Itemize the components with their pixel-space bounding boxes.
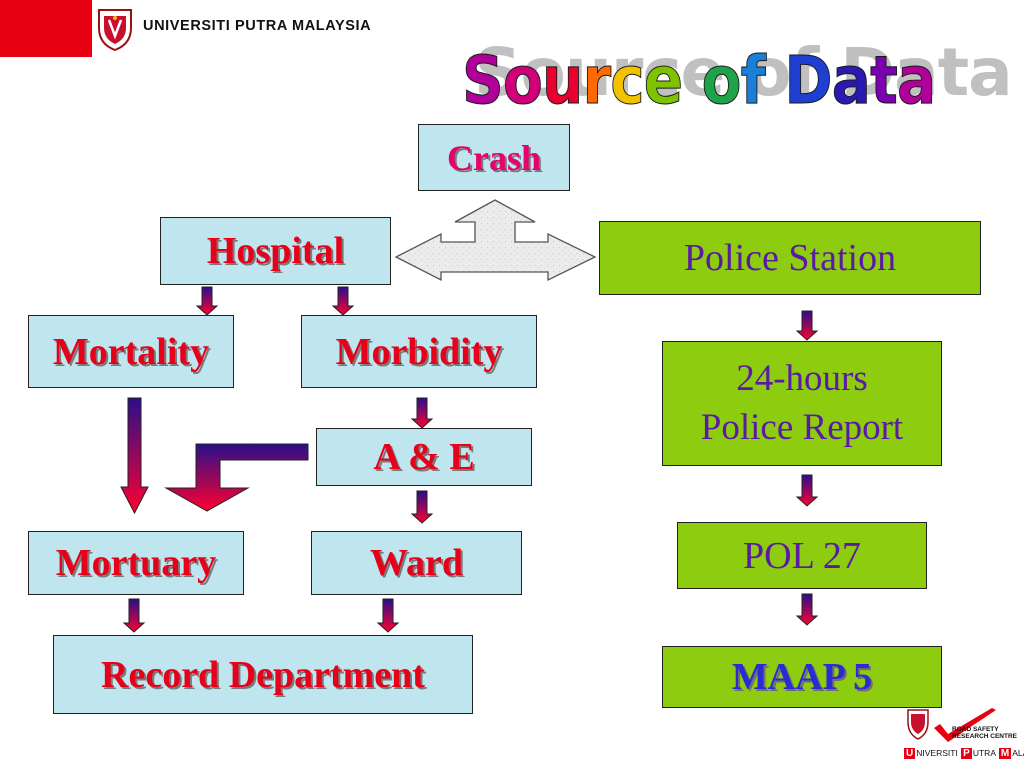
university-crest-icon (98, 9, 132, 52)
road-safety-line1: ROAD SAFETY (952, 726, 999, 733)
crash-box: Crash (418, 124, 570, 191)
police-report-line1: 24-hours (736, 358, 868, 400)
header-red-band (0, 0, 92, 57)
upm-word-3: ALAYSIA (1012, 748, 1024, 758)
hospital-label: Hospital (206, 230, 345, 272)
upm-word-1: NIVERSITI (916, 748, 958, 758)
upm-letter-m: M (998, 748, 1012, 759)
police-station-label: Police Station (683, 237, 897, 279)
upm-letter-p: P (961, 748, 972, 759)
record-department-label: Record Department (101, 653, 425, 696)
page-title: Source of Data Source of Data (462, 40, 1013, 119)
ward-label: Ward (370, 542, 463, 584)
hospital-box: Hospital (160, 217, 391, 285)
mortuary-box: Mortuary (28, 531, 244, 595)
ae-label: A & E (373, 436, 475, 478)
maap5-box: MAAP 5 (662, 646, 942, 708)
road-safety-logo-icon (907, 708, 996, 742)
ward-box: Ward (311, 531, 522, 595)
upm-word-2: UTRA (972, 748, 996, 758)
road-safety-caption: ROAD SAFETY RESEARCH CENTRE (952, 726, 1017, 740)
morbidity-label: Morbidity (335, 330, 503, 373)
road-safety-line2: RESEARCH CENTRE (952, 733, 1018, 740)
ae-box: A & E (316, 428, 532, 486)
mortality-label: Mortality (52, 330, 210, 373)
mortuary-label: Mortuary (55, 542, 217, 584)
title-shadow: Source of Data (474, 34, 1013, 111)
ae-to-mortuary-arrow (164, 443, 309, 512)
upm-wordmark: UNIVERSITI PUTRA MALAYSIA (903, 748, 1024, 759)
title-text: Source of Data (462, 42, 937, 119)
pol27-label: POL 27 (743, 534, 861, 577)
police-report-box: 24-hours Police Report (662, 341, 942, 466)
police-station-box: Police Station (599, 221, 981, 295)
university-name: UNIVERSITI PUTRA MALAYSIA (143, 18, 372, 34)
mortality-to-mortuary-arrow (120, 397, 149, 515)
mortality-box: Mortality (28, 315, 234, 388)
upm-letter-u: U (904, 748, 916, 759)
three-way-arrow (394, 199, 597, 282)
morbidity-box: Morbidity (301, 315, 537, 388)
police-report-line2: Police Report (700, 406, 904, 448)
record-department-box: Record Department (53, 635, 473, 714)
crash-label: Crash (446, 137, 541, 178)
maap5-label: MAAP 5 (731, 656, 873, 698)
pol27-box: POL 27 (677, 522, 927, 589)
